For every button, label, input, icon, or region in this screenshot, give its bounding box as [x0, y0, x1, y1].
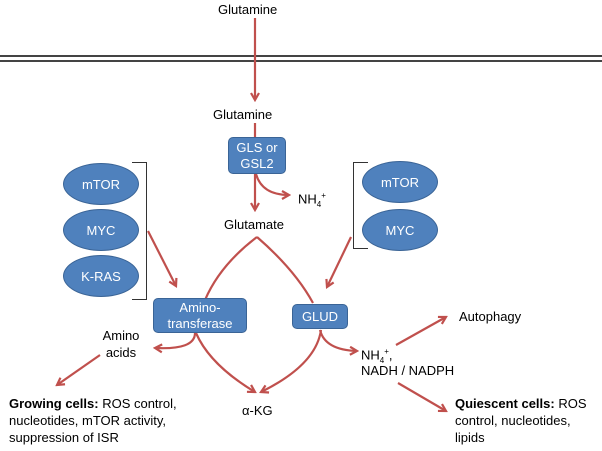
arrow-gls-to-nh4	[254, 173, 289, 195]
aminotransferase-label-line1: Amino-	[179, 299, 221, 315]
aminotransferase-label-line2: transferase	[167, 315, 233, 331]
arrow-right-regulators	[327, 236, 352, 287]
left-regulator-bracket	[132, 162, 147, 300]
gls-label-line1: GLS or	[236, 139, 278, 155]
arrow-to-amino-acids	[155, 332, 197, 348]
arrow-glutamate-to-glud	[256, 236, 314, 304]
regulator-right-mtor: mTOR	[362, 161, 438, 203]
growing-cells-outcome: Growing cells: ROS control, nucleotides,…	[9, 395, 177, 446]
nh4-bottom-text: NH	[361, 347, 380, 363]
arrow-aminotransferase-to-akg	[194, 332, 255, 392]
regulator-left-myc: MYC	[63, 209, 139, 251]
growing-cells-line3: suppression of ISR	[9, 430, 119, 445]
arrow-glud-to-nh4	[318, 329, 357, 351]
amino-acids-line2: acids	[105, 345, 137, 360]
nh4-bottom-sup: +	[384, 347, 389, 356]
glud-enzyme-node: GLUD	[292, 304, 348, 329]
alpha-kg-label: α-KG	[242, 403, 273, 418]
arrow-glutamate-to-aminotransferase	[203, 236, 258, 301]
amino-acids-line1: Amino	[102, 328, 140, 343]
glutamine-intracellular-label: Glutamine	[213, 107, 273, 122]
regulator-left-mtor: mTOR	[63, 163, 139, 205]
nh4-top-label: NH4+	[298, 187, 326, 213]
quiescent-cells-line1: Quiescent cells: ROS	[455, 395, 587, 412]
arrow-to-quiescent-cells	[397, 382, 446, 411]
aminotransferase-enzyme-node: Amino- transferase	[153, 298, 247, 333]
glutamate-label: Glutamate	[224, 217, 284, 232]
nh4-top-sup: +	[321, 191, 326, 200]
quiescent-cells-heading: Quiescent cells:	[455, 396, 555, 411]
nh4-bottom-sub: 4	[379, 355, 385, 365]
nadh-nadph-label: NADH / NADPH	[361, 363, 455, 378]
quiescent-cells-line2: control, nucleotides,	[455, 413, 571, 428]
regulator-right-myc: MYC	[362, 209, 438, 251]
nh4-top-sub: 4	[316, 199, 322, 209]
autophagy-label: Autophagy	[459, 309, 522, 324]
nh4-bottom-comma: ,	[388, 347, 393, 363]
gls-label-line2: GSL2	[240, 155, 274, 171]
nh4-bottom-label: NH4+,	[361, 343, 393, 369]
arrow-left-regulators	[147, 230, 176, 286]
regulator-left-kras: K-RAS	[63, 255, 139, 297]
arrow-glud-to-akg	[261, 329, 323, 392]
growing-cells-line1: Growing cells: ROS control,	[9, 395, 177, 412]
arrow-to-autophagy	[395, 317, 446, 346]
glutamine-extracellular-label: Glutamine	[218, 2, 278, 17]
gls-enzyme-node: GLS or GSL2	[228, 137, 286, 174]
quiescent-cells-outcome: Quiescent cells: ROS control, nucleotide…	[455, 395, 587, 446]
growing-cells-line2: nucleotides, mTOR activity,	[9, 413, 167, 428]
nh4-top-text: NH	[298, 191, 317, 207]
growing-cells-heading: Growing cells:	[9, 396, 99, 411]
quiescent-cells-line3: lipids	[455, 430, 485, 445]
arrow-to-growing-cells	[57, 354, 101, 385]
amino-acids-label: Amino acids	[96, 327, 146, 361]
quiescent-cells-text1: ROS	[554, 396, 587, 411]
growing-cells-text1: ROS control,	[98, 396, 177, 411]
right-regulator-bracket	[353, 162, 368, 249]
